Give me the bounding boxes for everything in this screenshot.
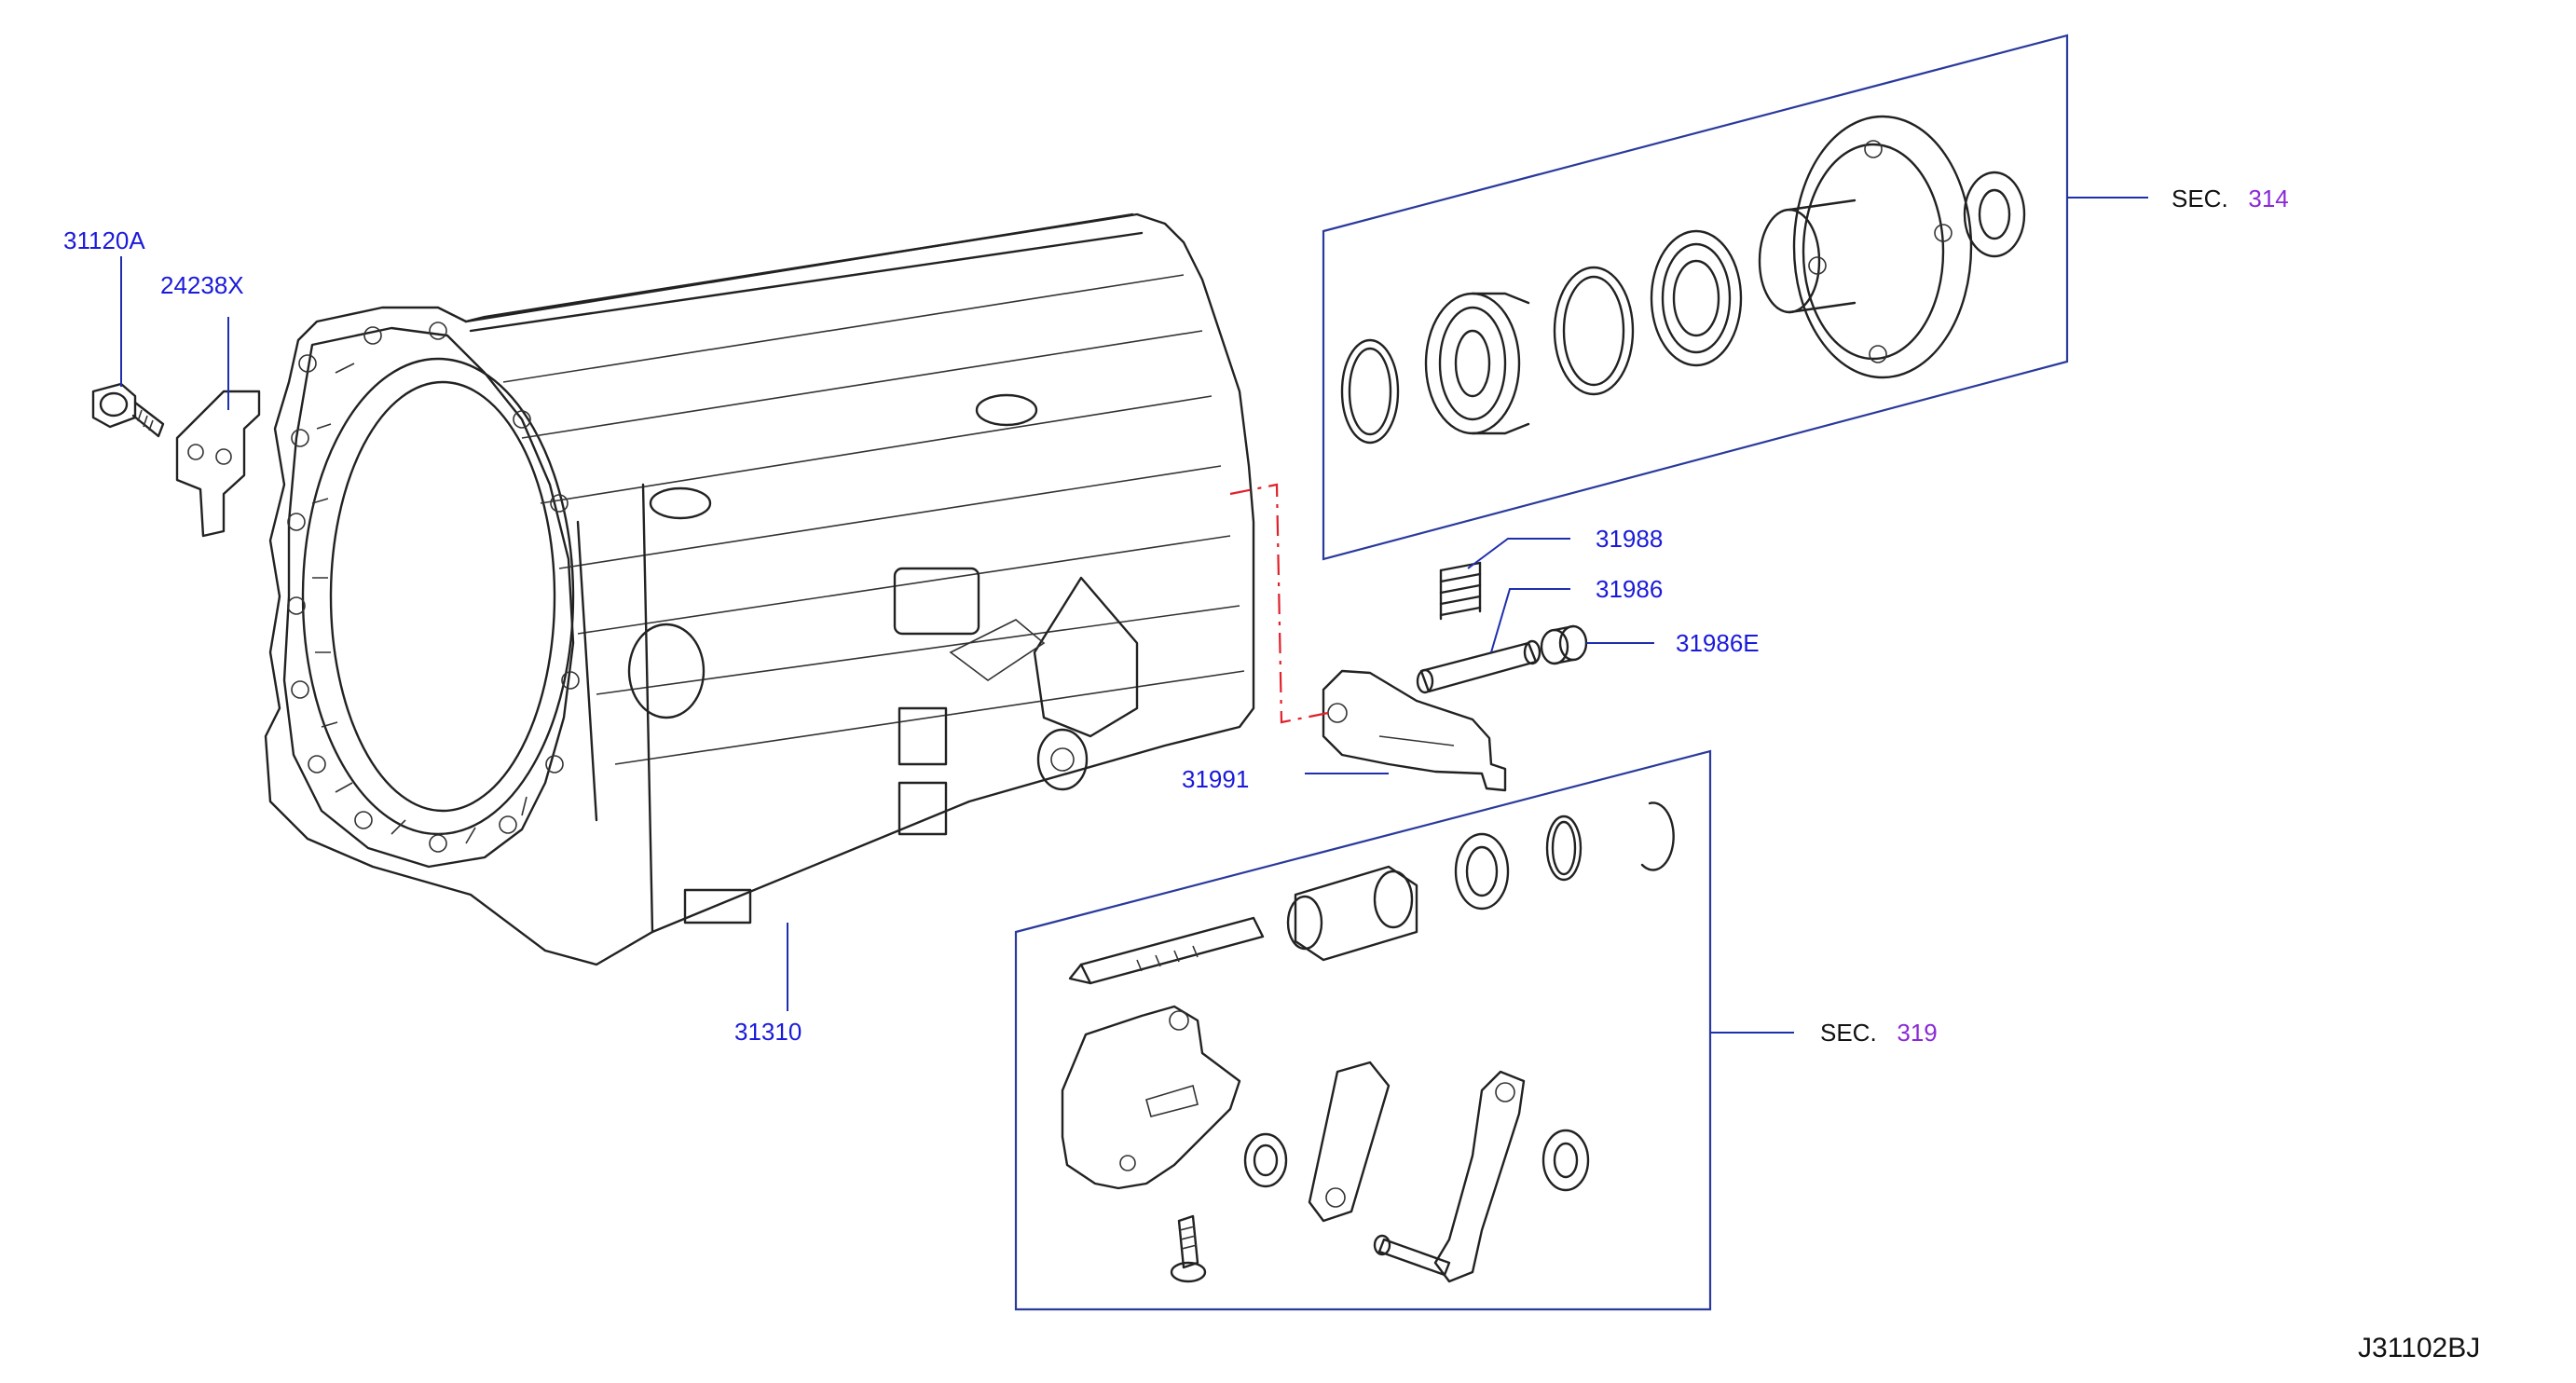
section-number[interactable]: 314 [2248, 185, 2289, 212]
part-number-31988: 31988 [1596, 525, 1664, 553]
part-number-31986: 31986 [1596, 575, 1664, 603]
section-ref-319[interactable]: SEC. 319 [1820, 1019, 1938, 1047]
sec-319-group [1014, 749, 1794, 1311]
diagram-code: J31102BJ [2358, 1333, 2481, 1363]
retaining-ring [1553, 266, 1635, 396]
grommet [1541, 1129, 1590, 1192]
transmission-case [264, 212, 1255, 966]
snap-ring [1340, 338, 1400, 445]
manual-shaft-lever [1373, 1070, 1526, 1283]
flange-nut [1963, 171, 2026, 258]
part-number-24238x: 24238X [160, 271, 244, 299]
shift-rod [1068, 916, 1265, 985]
bracket-24238x [175, 390, 261, 538]
parking-pawl-parts [1229, 483, 1654, 792]
manual-link [1308, 1061, 1391, 1223]
part-number-31310: 31310 [734, 1018, 802, 1046]
circlip [1640, 801, 1675, 871]
bushing [1454, 832, 1510, 911]
companion-flange [1792, 115, 1973, 379]
parking-pawl-31991 [1322, 669, 1507, 792]
o-ring [1545, 815, 1583, 882]
section-ref-314[interactable]: SEC. 314 [2172, 185, 2289, 212]
pin-31986 [1416, 639, 1541, 694]
flange-bolt-holes [287, 322, 580, 853]
spring-31988 [1439, 561, 1482, 621]
oil-seal [1650, 229, 1743, 367]
section-number[interactable]: 319 [1897, 1019, 1938, 1047]
section-prefix: SEC. [2172, 185, 2228, 212]
bolt-31120a [91, 382, 165, 438]
washer [1243, 1132, 1288, 1188]
section-prefix: SEC. [1820, 1019, 1877, 1047]
plate-bolt [1170, 1214, 1207, 1283]
detent-sleeve [1286, 865, 1418, 962]
plug-31986e [1540, 624, 1588, 665]
part-number-31120a: 31120A [63, 226, 145, 254]
part-number-31991: 31991 [1182, 765, 1250, 793]
part-number-31986e: 31986E [1676, 629, 1760, 657]
sec-314-group [1322, 34, 2148, 561]
detent-plate [1061, 1005, 1241, 1190]
